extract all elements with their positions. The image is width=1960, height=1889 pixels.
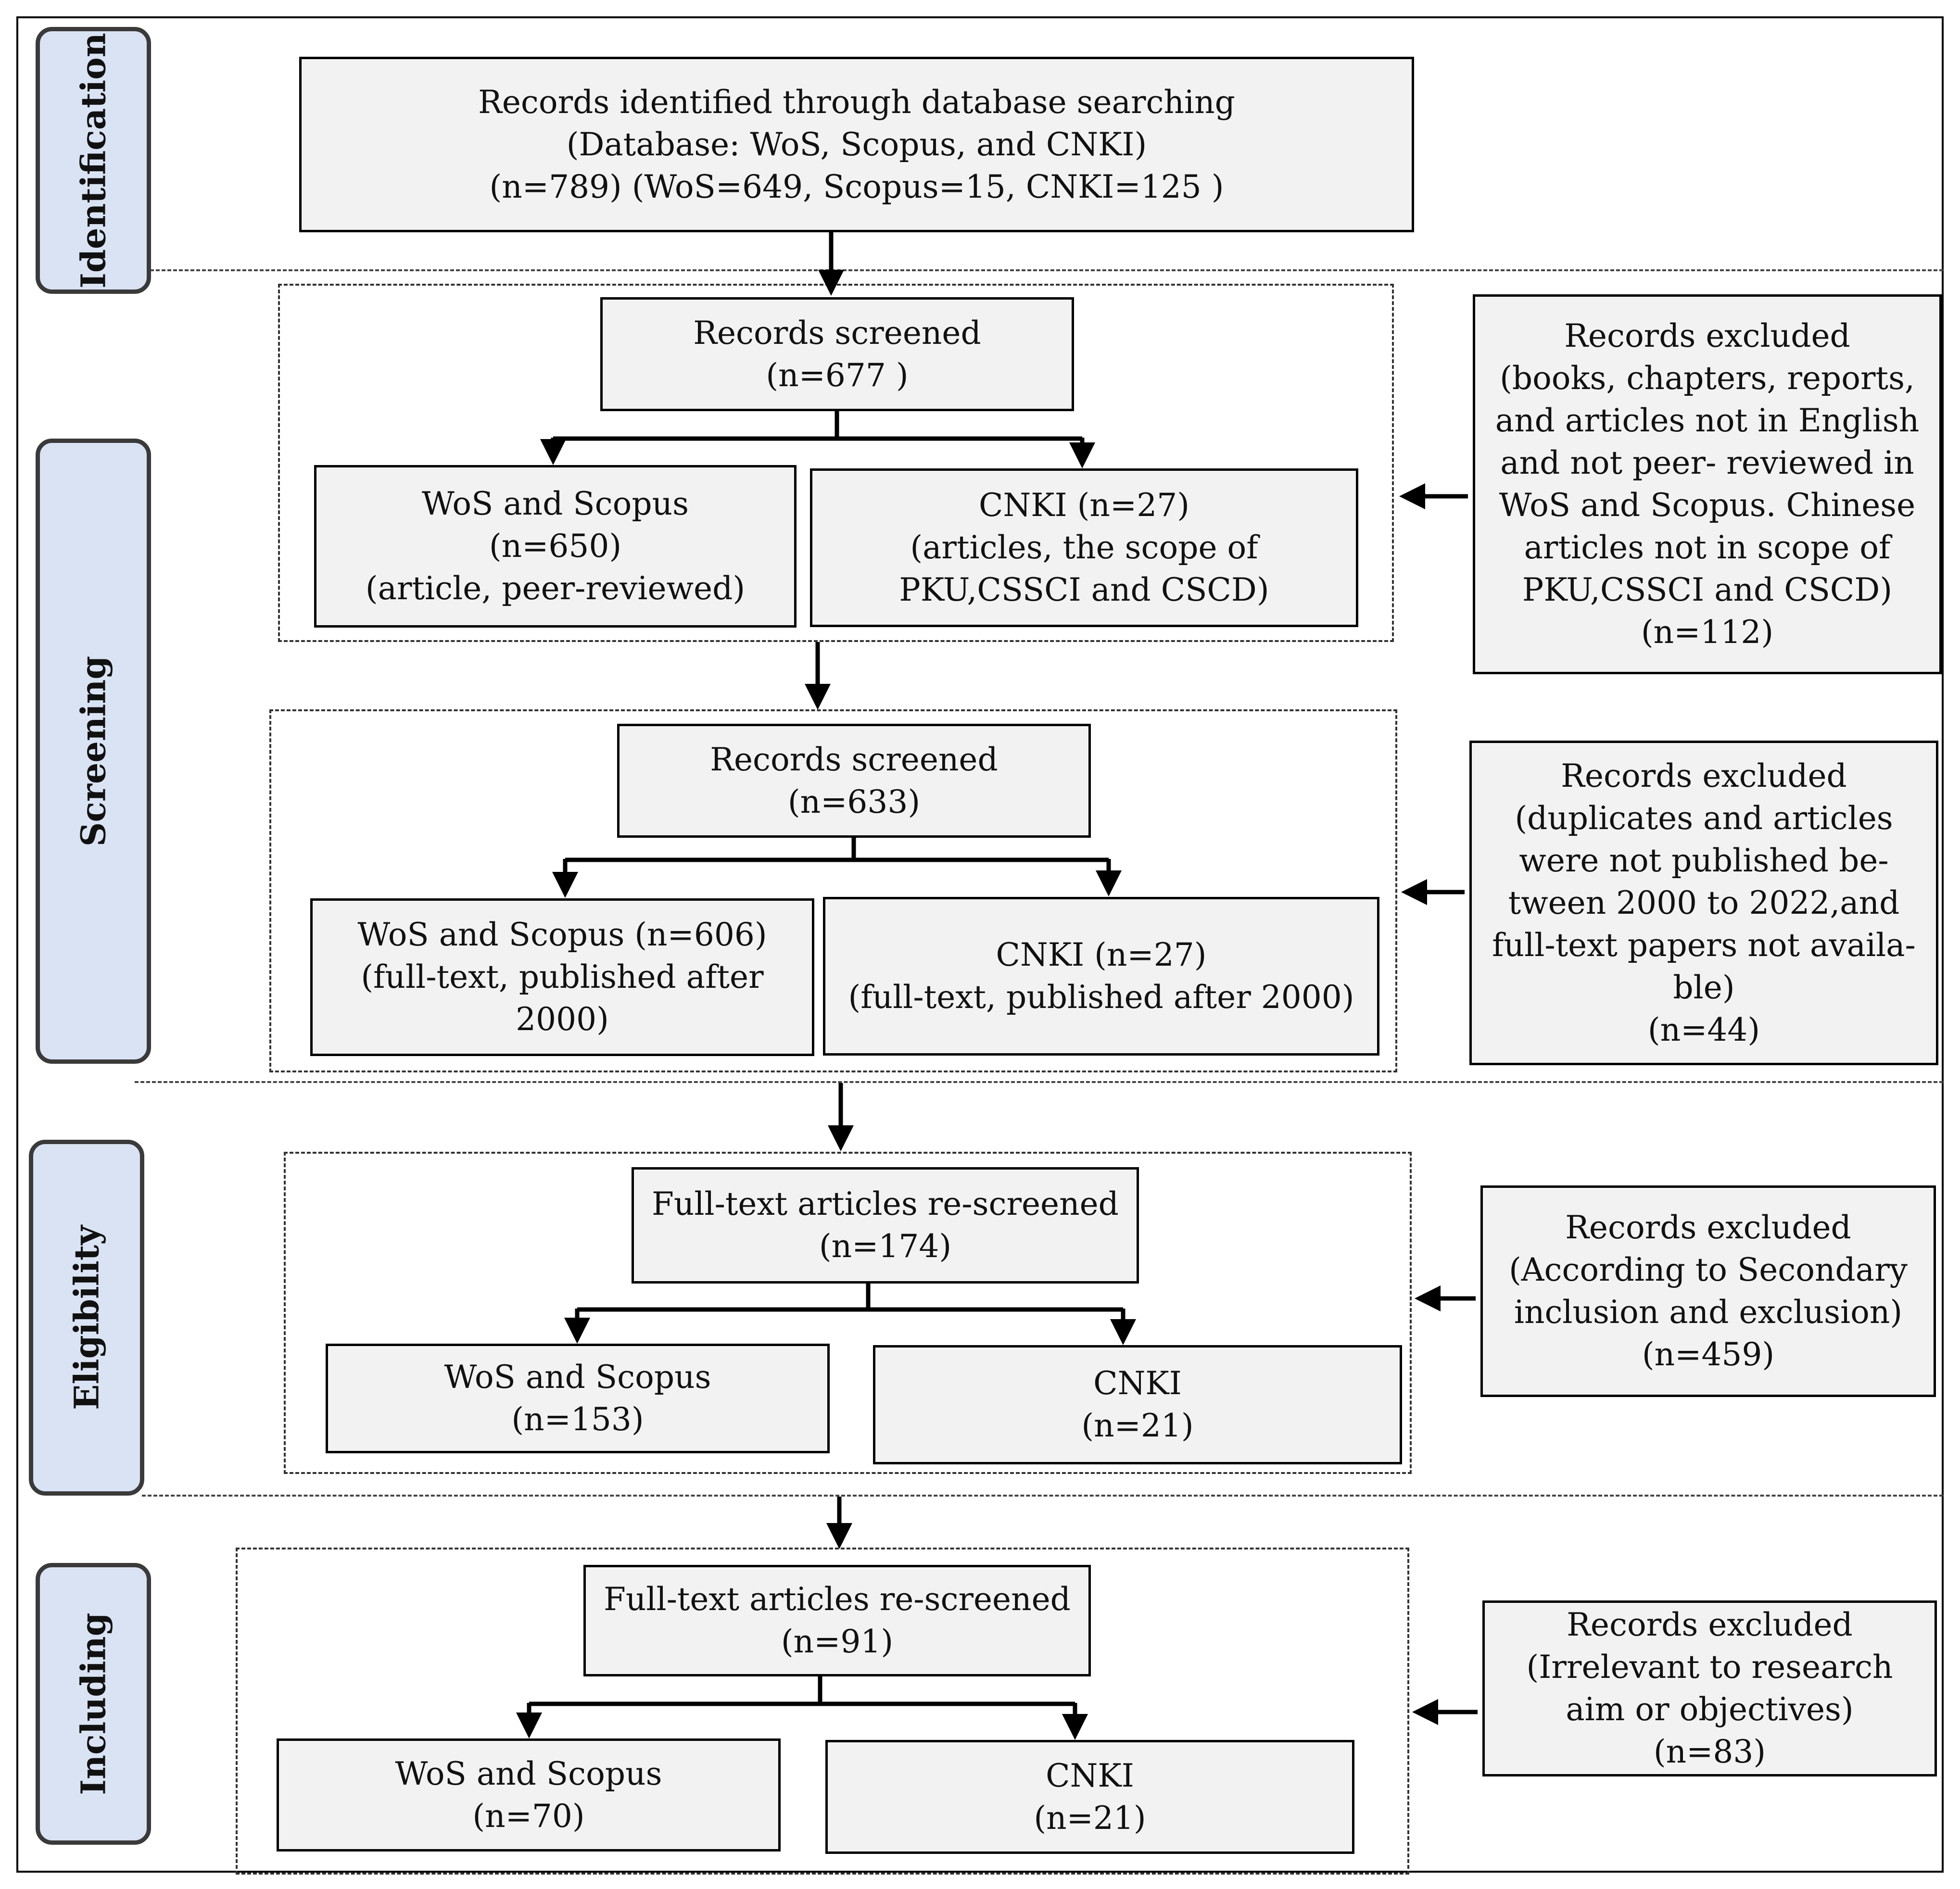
screening-1-cnki-line-2: (articles, the scope of (910, 529, 1258, 566)
screening-2-wos-line-3: 2000) (516, 1001, 609, 1038)
screening-1-cnki-line-3: PKU,CSSCI and CSCD) (899, 571, 1269, 608)
including-cnki-line-2: (n=21) (1034, 1799, 1146, 1837)
screening-2-cnki-line-1: CNKI (n=27) (996, 936, 1207, 973)
including-excluded-line-3: aim or objectives) (1566, 1691, 1854, 1728)
eligibility-excluded-line-3: inclusion and exclusion) (1514, 1294, 1903, 1331)
screening-1-excluded-line-8: (n=112) (1641, 614, 1774, 651)
screening-2-excluded-line-6: ble) (1673, 969, 1735, 1006)
eligibility-cnki-line-2: (n=21) (1081, 1407, 1194, 1444)
separator-eligibility-including (142, 1495, 1943, 1497)
screening-1-excluded-line-6: articles not in scope of (1524, 529, 1891, 566)
group-eligibility (284, 1152, 1412, 1474)
screening-2-records-count: (n=633) (787, 783, 921, 820)
screening-2-cnki-box: CNKI (n=27) (full-text, published after … (823, 897, 1379, 1056)
identification-line-3: (n=789) (WoS=649, Scopus=15, CNKI=125 ) (489, 168, 1224, 205)
screening-1-wos-line-2: (n=650) (489, 528, 622, 565)
screening-2-wos-line-2: (full-text, published after (361, 958, 764, 995)
screening-1-wos-line-3: (article, peer-reviewed) (365, 570, 746, 607)
group-screening-2 (269, 709, 1397, 1072)
group-including (236, 1548, 1409, 1875)
screening-1-excluded-line-7: PKU,CSSCI and CSCD) (1522, 571, 1893, 608)
identification-line-2: (Database: WoS, Scopus, and CNKI) (566, 126, 1147, 163)
screening-1-excluded-line-5: WoS and Scopus. Chinese (1499, 487, 1916, 524)
connector-screening-2-split (565, 838, 1109, 862)
including-excluded-line-4: (n=83) (1653, 1733, 1766, 1770)
including-rescreened-box: Full-text articles re-screened (n=91) (583, 1565, 1091, 1676)
eligibility-excluded-line-1: Records excluded (1565, 1209, 1851, 1246)
eligibility-excluded-line-2: (According to Secondary (1509, 1251, 1908, 1288)
including-wos-line-2: (n=70) (472, 1797, 585, 1835)
screening-1-wos-line-1: WoS and Scopus (422, 485, 689, 522)
screening-2-excluded-line-7: (n=44) (1647, 1011, 1760, 1048)
eligibility-cnki-line-1: CNKI (1093, 1365, 1182, 1402)
connector-including-split (529, 1676, 1075, 1706)
separator-identification-screening (144, 269, 1943, 271)
stage-tab-identification: Identification (36, 27, 151, 294)
screening-2-wos-box: WoS and Scopus (n=606) (full-text, publi… (310, 898, 814, 1056)
screening-2-excluded-line-5: full-text papers not availa- (1492, 926, 1916, 964)
stage-tab-screening: Screening (36, 439, 151, 1064)
screening-2-excluded-line-1: Records excluded (1561, 757, 1847, 794)
including-cnki-box: CNKI (n=21) (825, 1740, 1354, 1854)
screening-2-records-box: Records screened (n=633) (617, 724, 1091, 838)
screening-2-wos-line-1: WoS and Scopus (n=606) (357, 916, 767, 953)
screening-1-cnki-line-1: CNKI (n=27) (979, 487, 1189, 524)
screening-1-excluded-line-1: Records excluded (1564, 317, 1850, 354)
including-rescreened-count: (n=91) (781, 1623, 894, 1660)
eligibility-rescreened-title: Full-text articles re-screened (652, 1185, 1119, 1222)
screening-1-cnki-box: CNKI (n=27) (articles, the scope of PKU,… (810, 468, 1358, 627)
screening-2-excluded-line-4: tween 2000 to 2022,and (1508, 884, 1900, 921)
including-rescreened-title: Full-text articles re-screened (604, 1581, 1071, 1618)
screening-1-excluded-line-3: and articles not in English (1495, 402, 1920, 439)
screening-1-records-count: (n=677 ) (766, 356, 909, 394)
screening-1-records-box: Records screened (n=677 ) (600, 297, 1074, 411)
including-excluded-line-1: Records excluded (1567, 1606, 1853, 1643)
connector-eligibility-split (577, 1284, 1123, 1312)
identification-line-1: Records identified through database sear… (478, 83, 1235, 121)
identification-box: Records identified through database sear… (299, 57, 1414, 232)
screening-1-excluded-line-4: and not peer- reviewed in (1500, 444, 1914, 481)
screening-1-records-title: Records screened (693, 314, 981, 352)
including-wos-line-1: WoS and Scopus (395, 1755, 662, 1792)
eligibility-excluded-line-4: (n=459) (1642, 1336, 1775, 1373)
stage-tab-including: Including (36, 1563, 151, 1845)
screening-1-wos-box: WoS and Scopus (n=650) (article, peer-re… (314, 465, 797, 628)
eligibility-rescreened-box: Full-text articles re-screened (n=174) (632, 1167, 1139, 1284)
outer-frame (16, 16, 1944, 1873)
screening-1-excluded-line-2: (books, chapters, reports, (1500, 360, 1915, 397)
screening-2-excluded-line-2: (duplicates and articles (1515, 799, 1893, 837)
connector-screening-1-split (553, 411, 1082, 441)
eligibility-wos-line-1: WoS and Scopus (444, 1359, 711, 1396)
including-cnki-line-1: CNKI (1046, 1757, 1134, 1794)
screening-2-excluded-line-3: were not published be- (1519, 842, 1889, 879)
screening-2-records-title: Records screened (710, 741, 998, 778)
including-excluded-box: Records excluded (Irrelevant to research… (1482, 1600, 1937, 1776)
separator-screening-eligibility (135, 1081, 1943, 1083)
including-wos-box: WoS and Scopus (n=70) (277, 1738, 781, 1851)
stage-tab-eligibility: Eligibility (29, 1140, 144, 1496)
eligibility-rescreened-count: (n=174) (819, 1228, 952, 1265)
screening-2-cnki-line-2: (full-text, published after 2000) (848, 979, 1354, 1016)
eligibility-wos-box: WoS and Scopus (n=153) (326, 1344, 830, 1453)
screening-1-excluded-box: Records excluded (books, chapters, repor… (1473, 294, 1942, 674)
screening-2-excluded-box: Records excluded (duplicates and article… (1469, 741, 1938, 1065)
including-excluded-line-2: (Irrelevant to research (1526, 1649, 1893, 1686)
eligibility-cnki-box: CNKI (n=21) (873, 1345, 1402, 1464)
eligibility-wos-line-2: (n=153) (511, 1401, 644, 1438)
eligibility-excluded-box: Records excluded (According to Secondary… (1480, 1185, 1936, 1397)
